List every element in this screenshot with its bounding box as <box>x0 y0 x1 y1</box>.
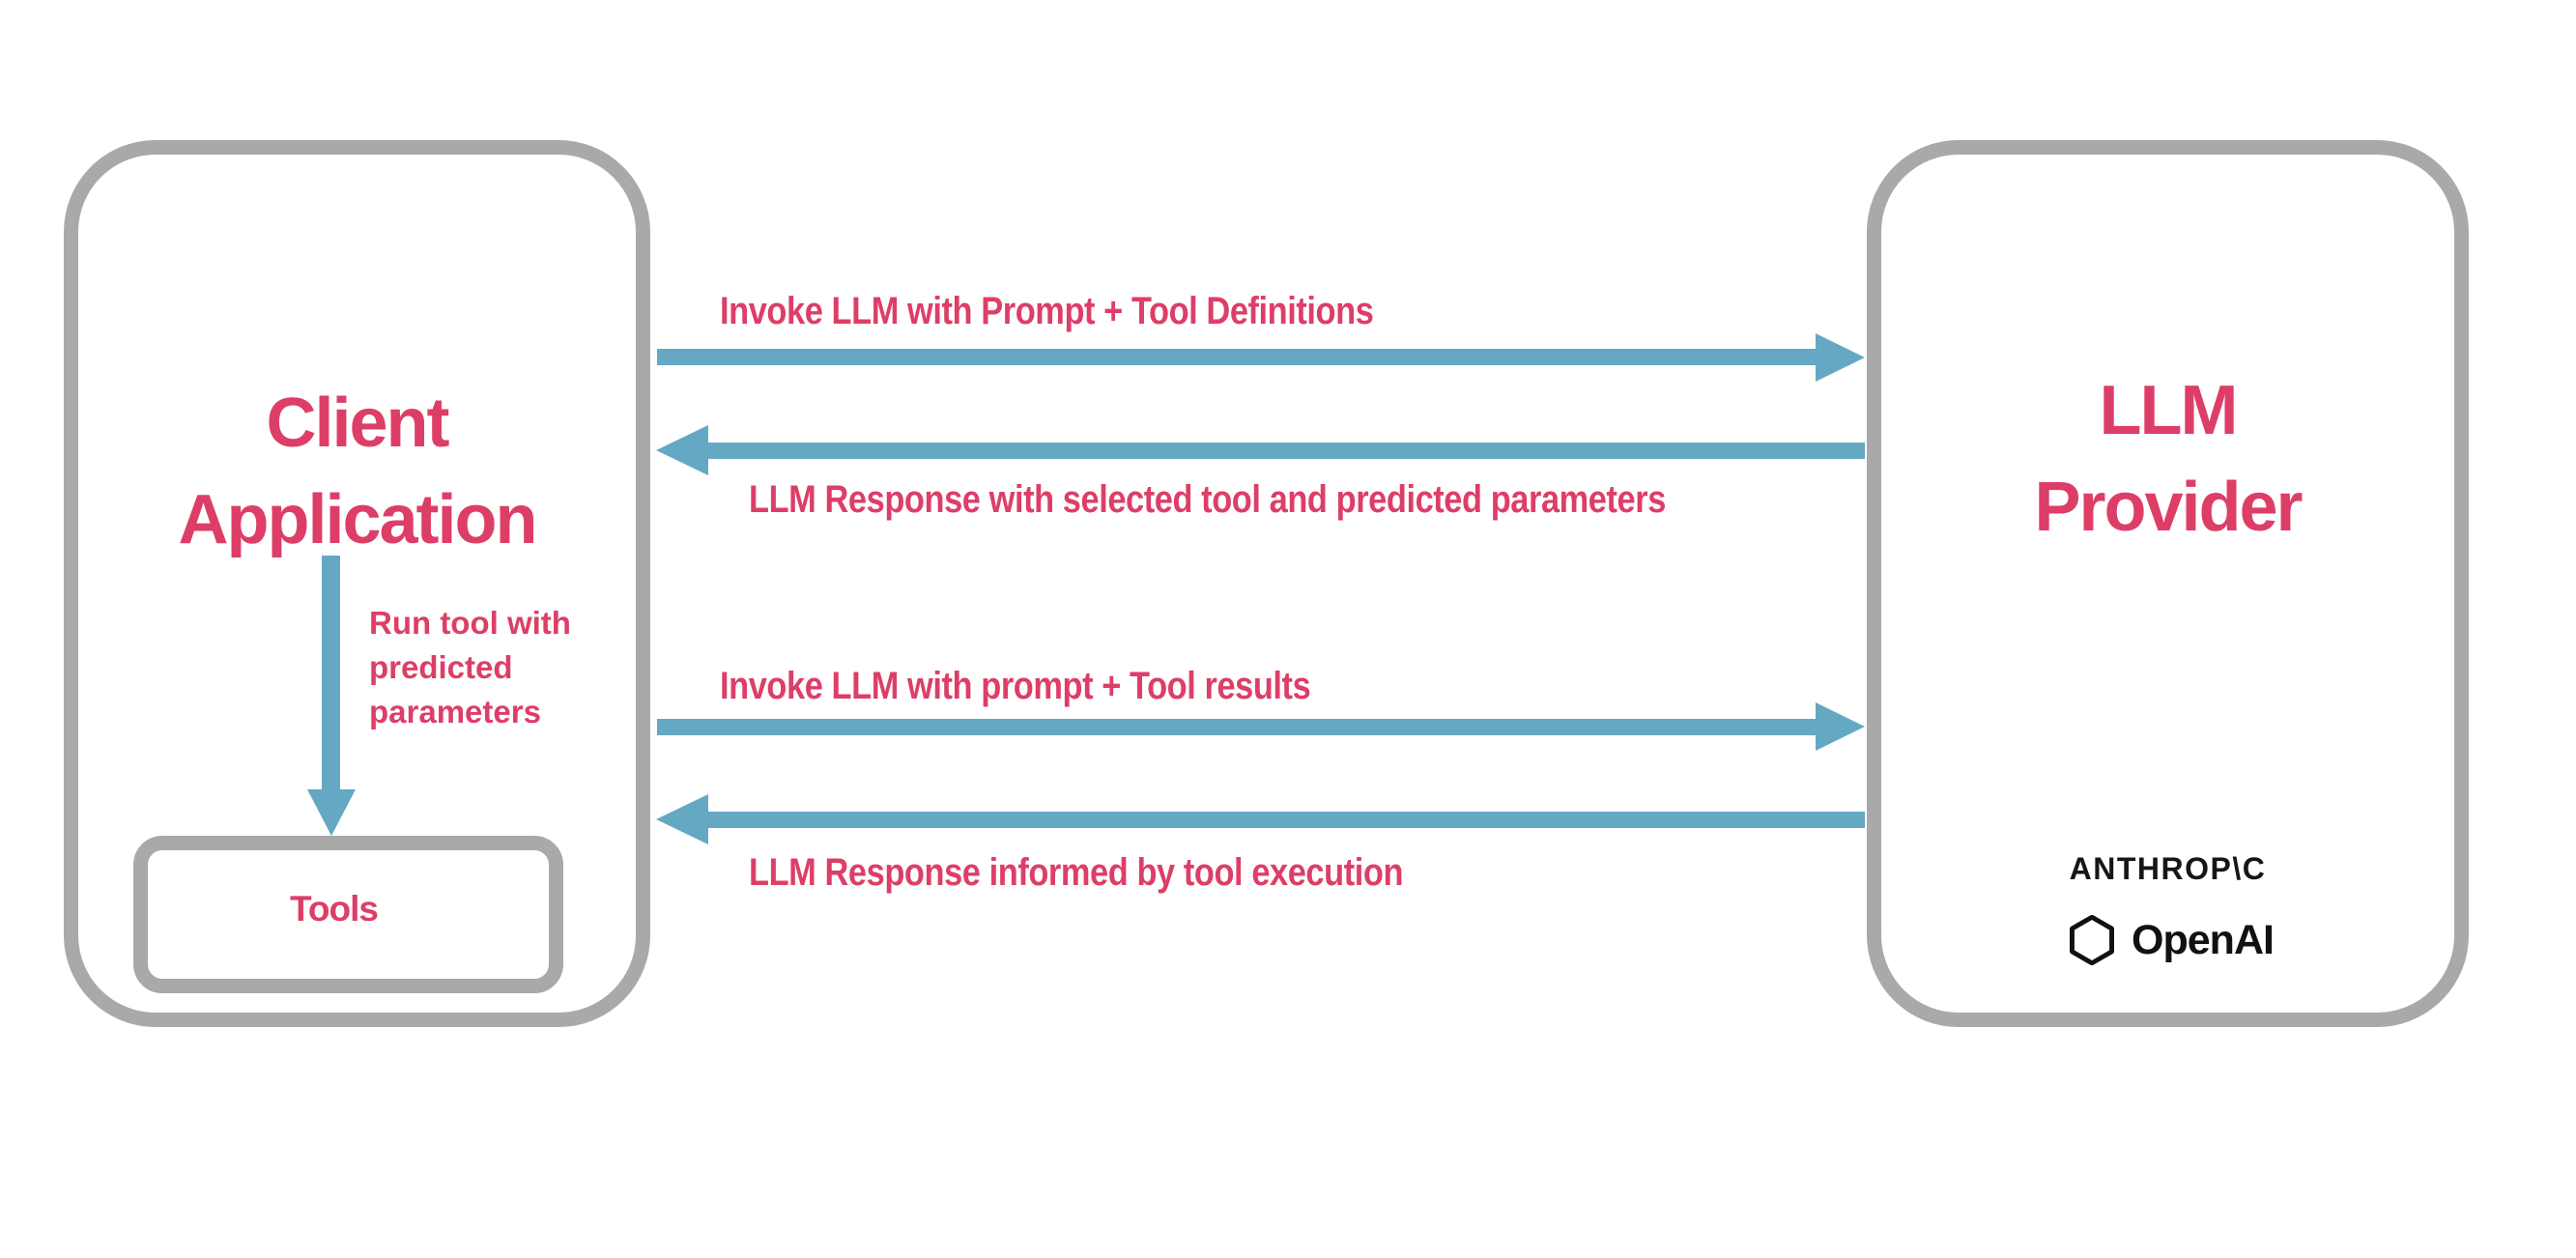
arrow-label-invoke-results: Invoke LLM with prompt + Tool results <box>720 665 1311 707</box>
arrow-3-head-right <box>1816 702 1865 751</box>
arrow-label-response-tool-execution: LLM Response informed by tool execution <box>749 851 1404 894</box>
llm-provider-box: LLM Provider ANTHROP\C OpenAI <box>1867 140 2469 1027</box>
arrow-4-shaft <box>708 812 1865 828</box>
llm-provider-title: LLM Provider <box>2034 372 2303 546</box>
arrow-4-head-left <box>656 794 708 844</box>
anthropic-wordmark: ANTHROP\C <box>2069 851 2267 886</box>
arrow-3-shaft <box>657 719 1817 735</box>
client-application-title: Client Application <box>178 385 538 558</box>
arrow-2-shaft <box>708 443 1865 459</box>
openai-blossom-icon <box>2070 914 2115 966</box>
run-tool-arrow-shaft <box>322 556 340 791</box>
arrow-1-shaft <box>657 349 1817 365</box>
arrow-label-response-selected-tool: LLM Response with selected tool and pred… <box>749 478 1666 521</box>
arrow-1-head-right <box>1816 333 1865 382</box>
tools-label: Tools <box>290 888 379 929</box>
openai-logo: OpenAI <box>1881 910 2454 970</box>
arrow-2-head-left <box>656 425 708 475</box>
run-tool-arrow-head <box>307 789 356 836</box>
openai-wordmark: OpenAI <box>2132 916 2275 963</box>
run-tool-label: Run tool with predicted parameters <box>369 605 571 729</box>
tools-box: Tools <box>133 836 563 993</box>
arrow-label-invoke-definitions: Invoke LLM with Prompt + Tool Definition… <box>720 290 1374 332</box>
